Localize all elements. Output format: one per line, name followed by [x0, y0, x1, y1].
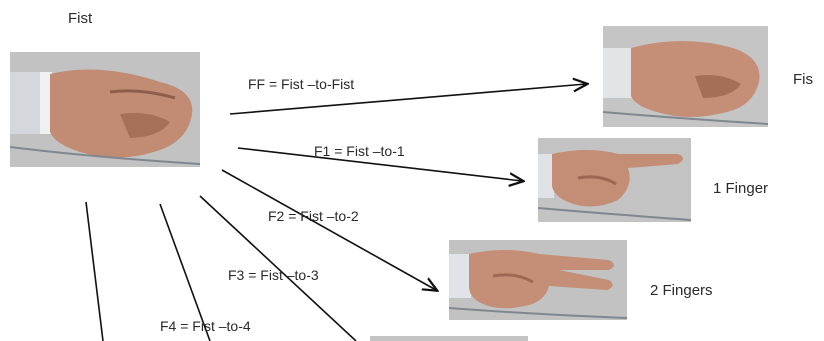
fist-photo-target: [603, 26, 768, 127]
one-finger-photo: [538, 138, 691, 222]
edge-label-f2: F2 = Fist –to-2: [268, 208, 359, 224]
fist-source-label: Fist: [68, 10, 93, 27]
two-fingers-photo: [449, 240, 627, 320]
one-finger-label: 1 Finger: [713, 180, 769, 197]
edge-label-ff: FF = Fist –to-Fist: [248, 76, 355, 92]
fist-target-label: Fis: [793, 71, 813, 88]
arrow-f5: [85, 201, 104, 341]
four-fingers-photo: [370, 336, 528, 341]
fist-photo-source: [10, 52, 200, 167]
two-fingers-label: 2 Fingers: [650, 282, 713, 299]
edge-label-f1: F1 = Fist –to-1: [314, 143, 405, 159]
edge-label-f4: F4 = Fist –to-4: [160, 318, 251, 334]
edge-label-f3: F3 = Fist –to-3: [228, 267, 319, 283]
